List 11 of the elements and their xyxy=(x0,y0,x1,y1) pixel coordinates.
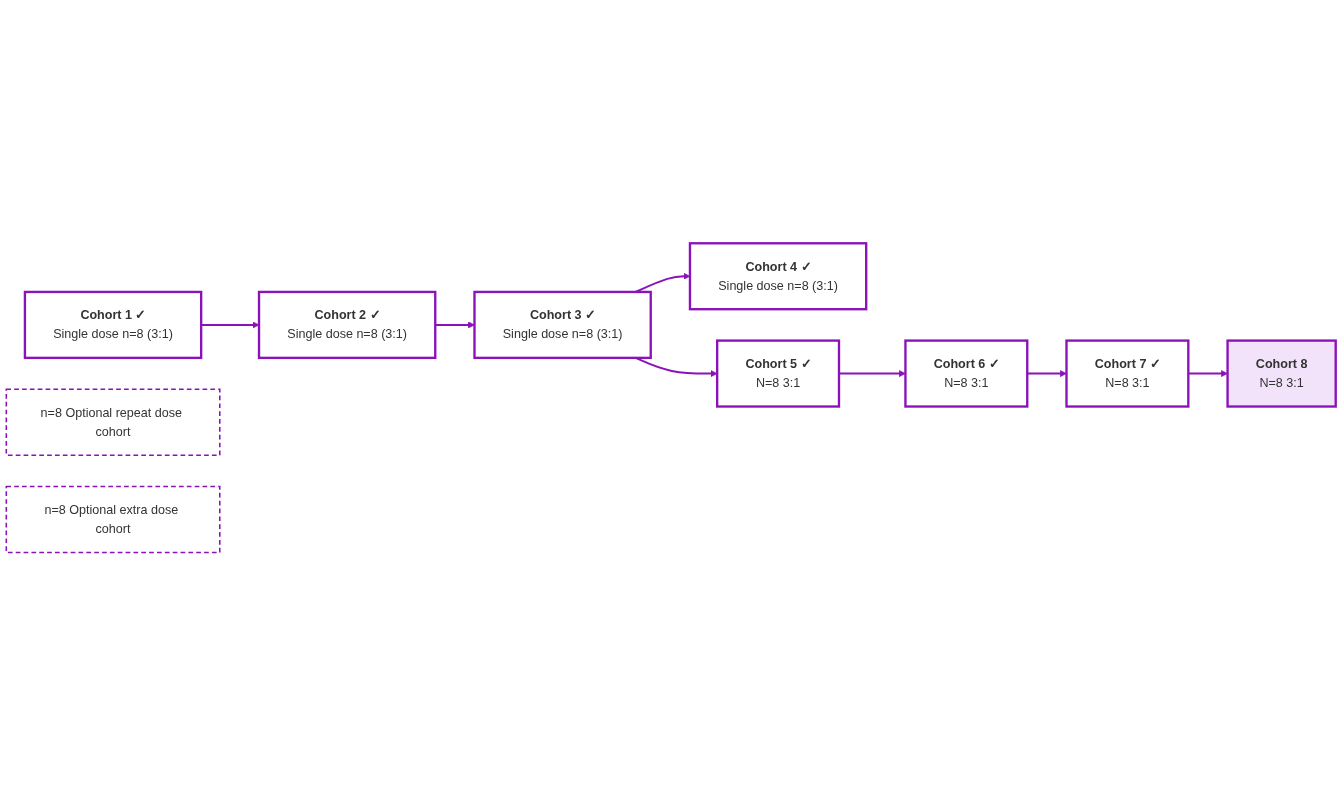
node-box: n=8 Optional repeat dose cohort xyxy=(5,388,221,457)
node-box: n=8 Optional extra dose cohort xyxy=(5,485,221,554)
node-box: Cohort 1 ✓ Single dose n=8 (3:1) xyxy=(23,290,203,360)
node-box: Cohort 3 ✓ Single dose n=8 (3:1) xyxy=(473,290,652,360)
node-box: Cohort 6 ✓ N=8 3:1 xyxy=(904,339,1029,408)
node-box: Cohort 2 ✓ Single dose n=8 (3:1) xyxy=(257,290,437,360)
node-box: Cohort 7 ✓ N=8 3:1 xyxy=(1065,339,1190,408)
arrow xyxy=(838,370,906,378)
node-box: Cohort 8 N=8 3:1 xyxy=(1226,339,1337,408)
node-box: Cohort 5 ✓ N=8 3:1 xyxy=(716,339,841,408)
node-box: Cohort 4 ✓ Single dose n=8 (3:1) xyxy=(688,242,868,311)
